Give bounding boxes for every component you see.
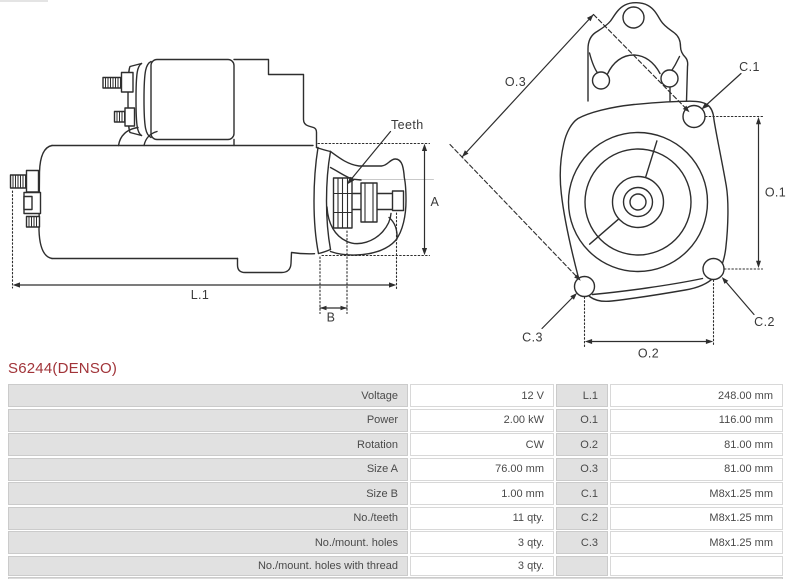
table-row: No./mount. holes 3 qty. C.3 M8x1.25 mm	[8, 531, 783, 554]
stop-collar	[360, 182, 378, 223]
spec-value-cell: M8x1.25 mm	[610, 506, 783, 530]
technical-drawing: Teeth A B L.1	[9, 2, 786, 361]
spec-label-cell: No./mount. holes	[8, 531, 408, 554]
dim-label-b: B	[327, 311, 336, 325]
spec-value-cell: CW	[410, 433, 554, 456]
spec-value-cell: 3 qty.	[410, 531, 554, 554]
table-row: Power 2.00 kW O.1 116.00 mm	[8, 408, 783, 432]
solenoid-foot	[117, 126, 139, 147]
yoke-step	[233, 58, 318, 149]
spec-value-cell: 2.00 kW	[410, 408, 554, 432]
dim-dashed-front	[449, 13, 687, 279]
mounting-collar	[313, 146, 332, 255]
solenoid-terminal-lower	[113, 107, 136, 127]
solenoid-terminal-upper	[102, 71, 134, 93]
flange-inner-edge	[591, 277, 704, 296]
spec-label-cell: Rotation	[8, 433, 408, 456]
dim-label-a: A	[431, 195, 440, 209]
solenoid	[127, 58, 235, 141]
dim-label-l1: L.1	[191, 288, 210, 302]
dim-label-c3: C.3	[522, 331, 543, 345]
housing-window	[326, 206, 392, 245]
spec-value-cell: 248.00 mm	[610, 384, 783, 407]
dim-label-o1: O.1	[765, 186, 786, 200]
rear-terminal-stud	[9, 169, 40, 193]
housing-inner-fold	[388, 216, 398, 240]
dim-arrows-front	[461, 13, 760, 343]
dim-lines-side	[11, 142, 431, 315]
table-row: No./mount. holes with thread 3 qty.	[8, 555, 783, 576]
side-view-drawing: Teeth A B L.1	[9, 58, 440, 325]
rear-terminal-block	[23, 191, 42, 228]
spec-value-cell: 81.00 mm	[610, 433, 783, 456]
shaft-end	[391, 190, 405, 212]
dim-label-o2: O.2	[638, 347, 659, 361]
arrowheads-side	[12, 143, 428, 311]
part-number-title: S6244(DENSO)	[8, 360, 118, 377]
dim-dotted-front	[583, 115, 764, 348]
table-row: Rotation CW O.2 81.00 mm	[8, 433, 783, 456]
dim-arrows-side	[18, 130, 426, 309]
spec-label-cell: No./teeth	[8, 506, 408, 530]
spec-label-cell: C.2	[556, 506, 608, 530]
crown-top-hole	[622, 6, 645, 29]
mount-hole-c2	[702, 257, 725, 281]
dim-label-o3: O.3	[505, 75, 526, 89]
dim-label-c1: C.1	[739, 60, 760, 74]
spec-label-cell: O.3	[556, 457, 608, 481]
spec-label-cell: L.1	[556, 384, 608, 407]
screen-edge-artifact	[0, 0, 48, 2]
spec-value-cell: 76.00 mm	[410, 457, 554, 481]
pinion-gear	[332, 177, 353, 229]
spec-value-cell: 1.00 mm	[410, 482, 554, 505]
spec-value-cell: 11 qty.	[410, 506, 554, 530]
crown-right-hole	[660, 69, 679, 88]
table-row: Size B 1.00 mm C.1 M8x1.25 mm	[8, 482, 783, 505]
spec-label-cell: Size A	[8, 457, 408, 481]
spec-label-cell: C.3	[556, 531, 608, 554]
front-view-drawing: O.3 O.1 O.2 C.1 C.2 C.3	[449, 2, 786, 361]
dim-label-c2: C.2	[754, 315, 775, 329]
teeth-label: Teeth	[391, 118, 424, 132]
solenoid-foot-2	[143, 130, 158, 147]
spec-value-cell	[610, 555, 783, 576]
table-row: Voltage 12 V L.1 248.00 mm	[8, 384, 783, 407]
mount-hole-c3	[573, 275, 596, 298]
arrowheads-front	[462, 14, 761, 344]
spec-label-cell	[556, 555, 608, 576]
bottom-bracket	[236, 251, 316, 274]
spec-value-cell: M8x1.25 mm	[610, 482, 783, 505]
spec-value-cell: M8x1.25 mm	[610, 531, 783, 554]
front-face-circles	[567, 131, 709, 273]
table-row: No./teeth 11 qty. C.2 M8x1.25 mm	[8, 506, 783, 530]
spec-label-cell: Voltage	[8, 384, 408, 407]
spec-value-cell: 81.00 mm	[610, 457, 783, 481]
spec-table: Voltage 12 V L.1 248.00 mm Power 2.00 kW…	[8, 384, 783, 579]
next-row-sliver	[8, 577, 783, 579]
spec-label-cell: Size B	[8, 482, 408, 505]
spec-value-cell: 12 V	[410, 384, 554, 407]
table-row: Size A 76.00 mm O.3 81.00 mm	[8, 457, 783, 481]
solenoid-crown	[587, 2, 689, 102]
crown-left-hole	[591, 71, 611, 90]
spec-label-cell: No./mount. holes with thread	[8, 555, 408, 576]
spec-value-cell: 3 qty.	[410, 555, 554, 576]
spec-label-cell: Power	[8, 408, 408, 432]
spec-label-cell: C.1	[556, 482, 608, 505]
spec-label-cell: O.2	[556, 433, 608, 456]
spec-value-cell: 116.00 mm	[610, 408, 783, 432]
bell-housing	[329, 150, 407, 256]
spec-label-cell: O.1	[556, 408, 608, 432]
